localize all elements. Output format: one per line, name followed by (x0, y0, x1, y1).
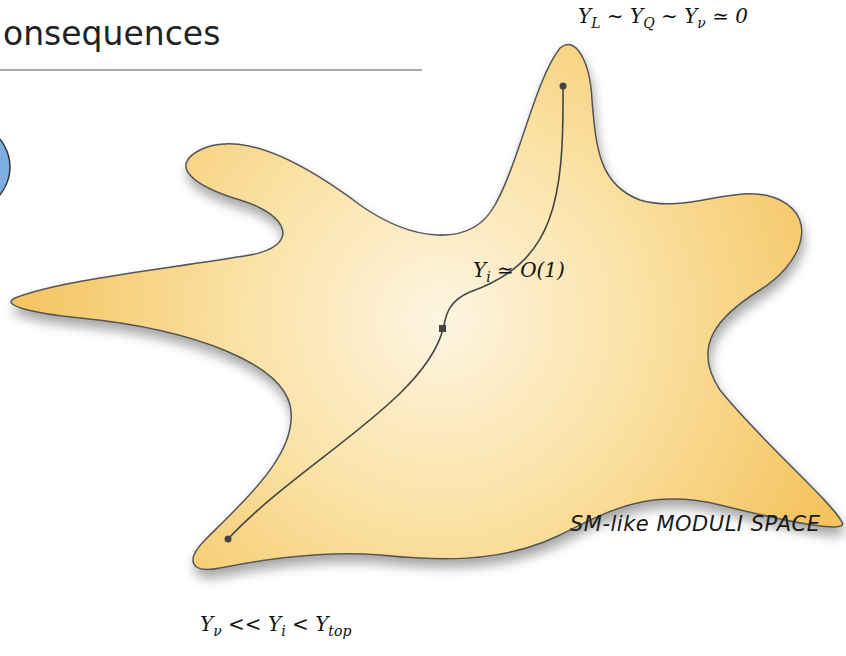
endpoint-dot (225, 536, 232, 543)
endpoint-dot (560, 83, 567, 90)
partial-circle (0, 109, 10, 225)
title-underline (0, 69, 422, 70)
coupling-label: Yi ≃ O(1) (473, 258, 565, 282)
coupling-label: YL ∼ YQ ∼ Yν ≃ 0 (578, 4, 748, 28)
slide-title: onsequences (3, 14, 220, 53)
region-label: SM-like MODULI SPACE (570, 512, 820, 536)
coupling-label: Yν << Yi < Ytop (200, 612, 351, 636)
trajectory-curve (228, 86, 563, 539)
star-blob (11, 45, 843, 570)
midpoint-marker (439, 325, 446, 332)
